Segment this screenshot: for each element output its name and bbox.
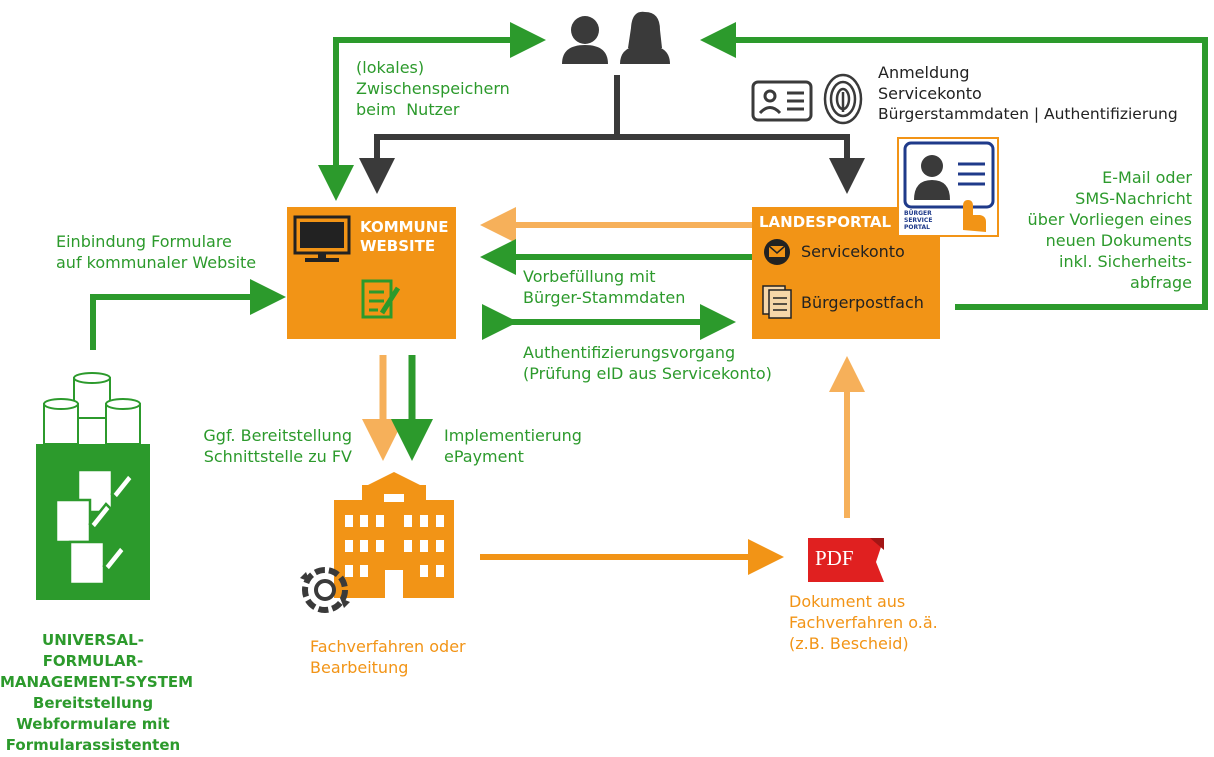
ufms-panel	[36, 444, 150, 600]
einbindung-note: Einbindung Formulare auf kommunaler Webs…	[56, 232, 257, 272]
bereitstellung-note: Ggf. Bereitstellung Schnittstelle zu FV	[203, 426, 352, 466]
arrow-notification-loop	[700, 22, 1208, 310]
process-gear-icon	[300, 567, 350, 613]
buergerpostfach-label: Bürgerpostfach	[801, 293, 924, 312]
id-card-icon	[751, 80, 813, 122]
pdf-icon	[808, 538, 884, 582]
dokument-note: Dokument aus Fachverfahren o.ä. (z.B. Be…	[789, 592, 938, 653]
database-icon	[43, 372, 141, 445]
fingerprint-icon	[823, 73, 863, 125]
arrow-einbindung	[90, 279, 286, 350]
servicekonto-label: Servicekonto	[801, 242, 905, 261]
login-line1: Anmeldung	[878, 63, 970, 82]
epayment-note: Implementierung ePayment	[444, 426, 582, 466]
portal-badge-text: BÜRGER SERVICE PORTAL	[904, 210, 933, 231]
login-line3: Bürgerstammdaten | Authentifizierung	[878, 105, 1178, 123]
vorbefuellung-note: Vorbefüllung mit Bürger-Stammdaten	[523, 267, 686, 307]
kommune-title: KOMMUNE WEBSITE	[360, 218, 449, 255]
notification-note: E-Mail oder SMS-Nachricht über Vorliegen…	[1027, 168, 1192, 292]
landesportal-title: LANDESPORTAL	[759, 213, 892, 231]
user-male-icon	[562, 16, 608, 64]
fachverfahren-note: Fachverfahren oder Bearbeitung	[310, 637, 466, 677]
pdf-label: PDF	[815, 546, 854, 570]
user-female-icon	[620, 11, 670, 64]
login-line2: Servicekonto	[878, 84, 982, 103]
ufms-title: UNIVERSAL- FORMULAR- MANAGEMENT-SYSTEM B…	[0, 631, 194, 754]
local-cache-note: (lokales) Zwischenspeichern beim Nutzer	[356, 58, 510, 119]
building-icon	[334, 472, 454, 598]
auth-note: Authentifizierungsvorgang (Prüfung eID a…	[523, 343, 772, 383]
